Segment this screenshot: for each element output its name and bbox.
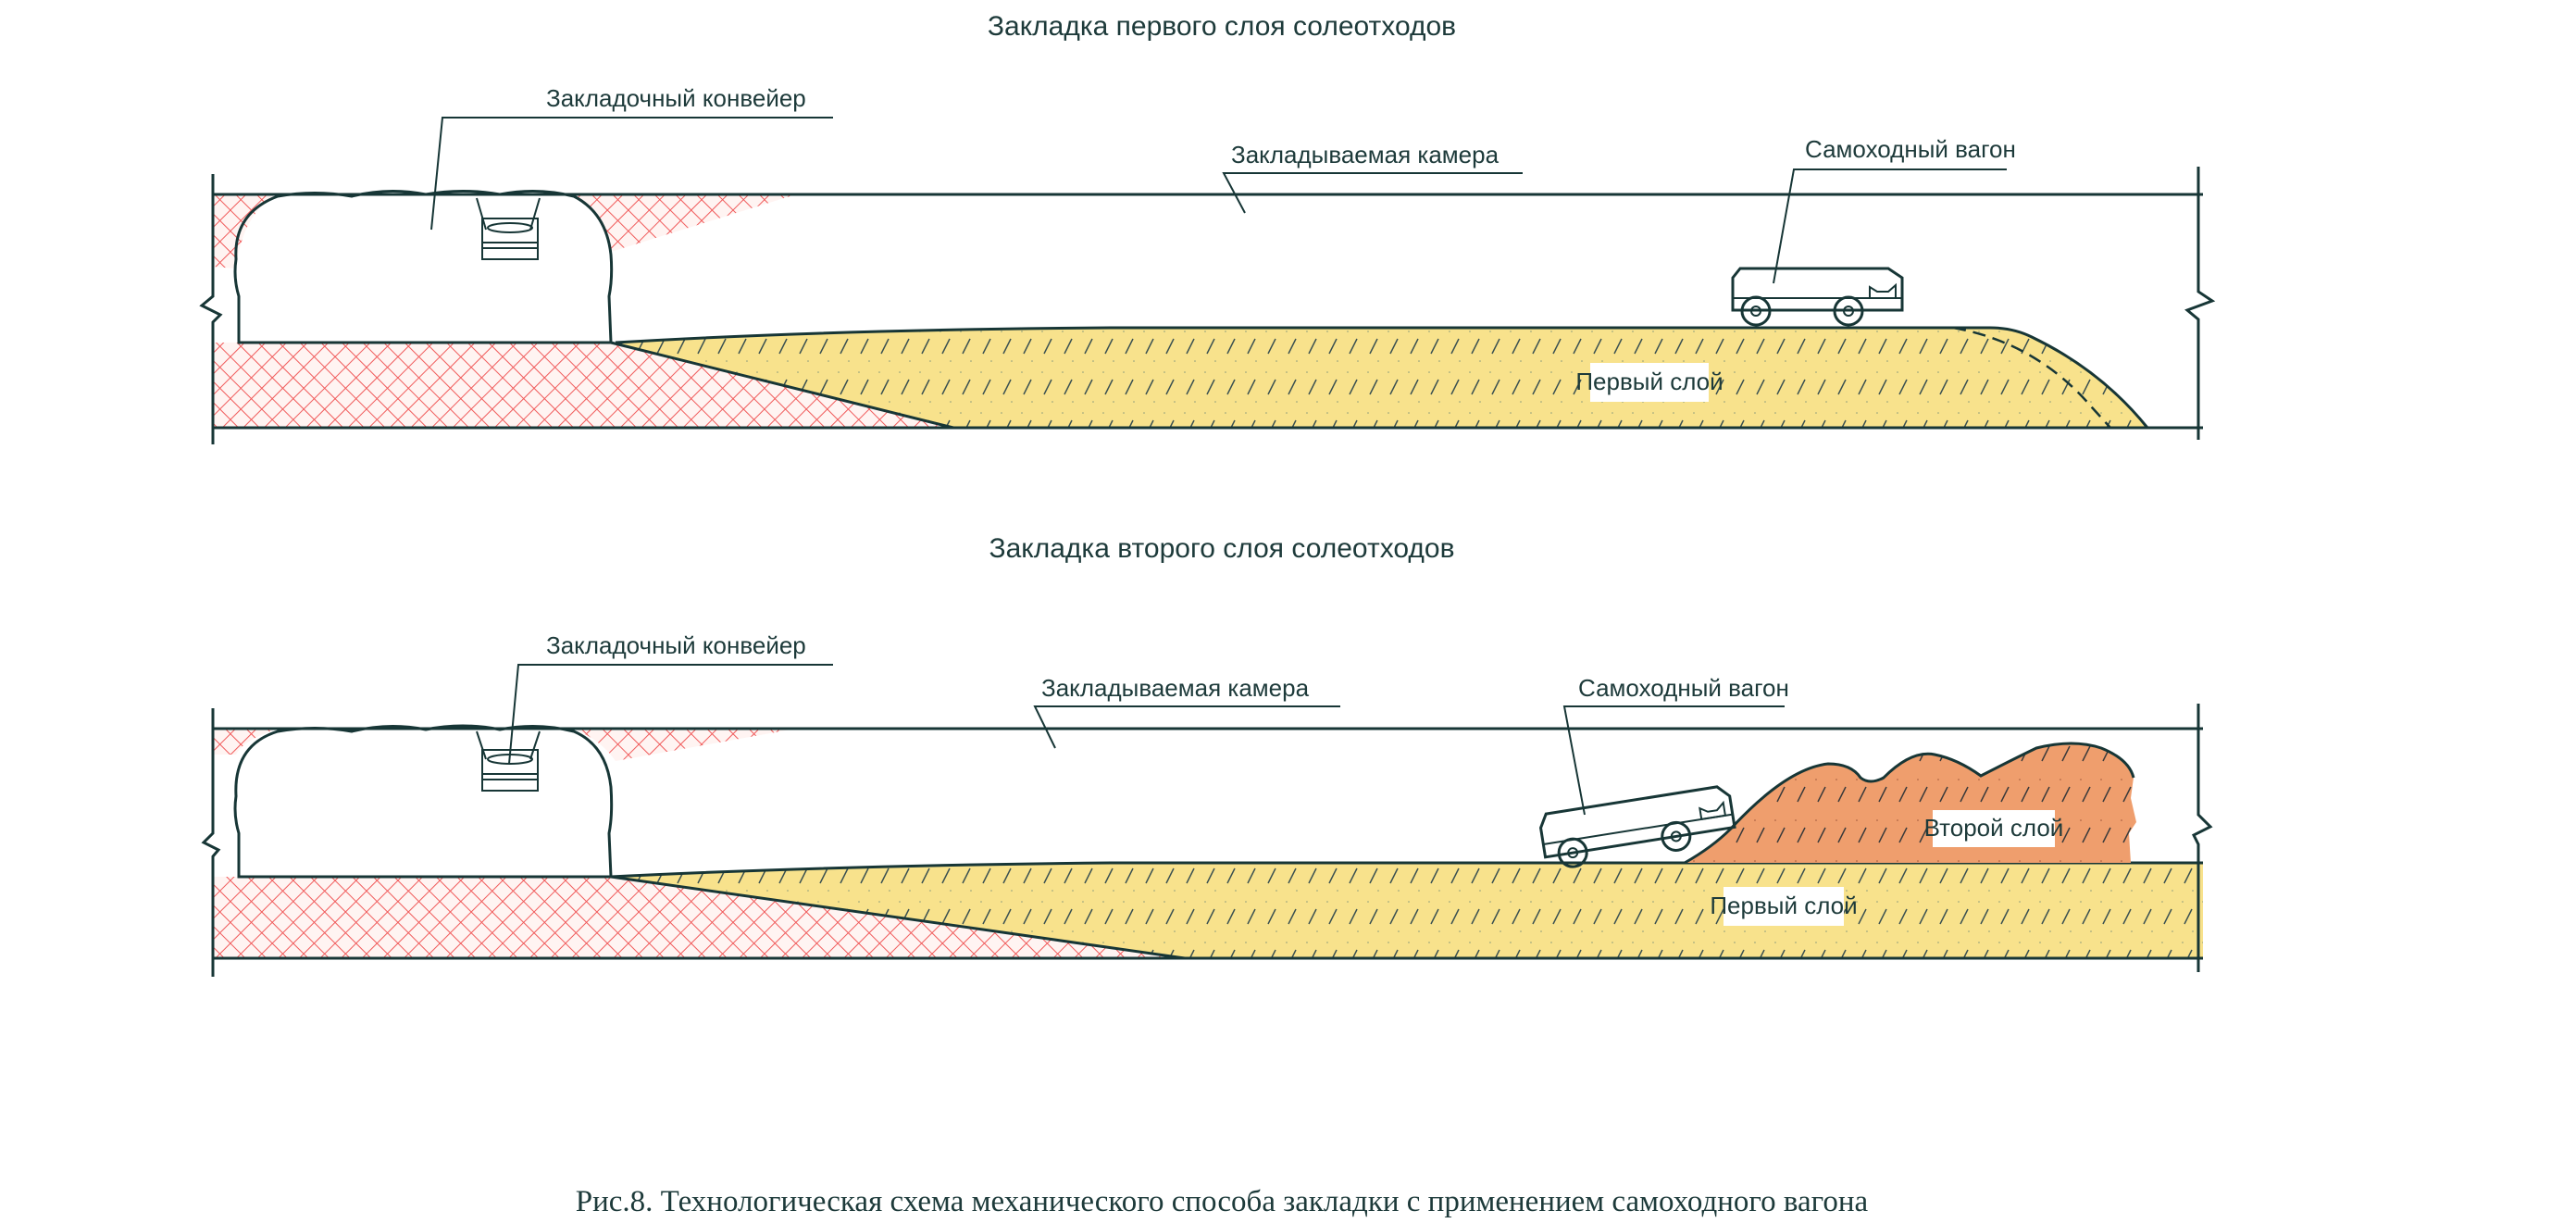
panel-first-layer: Закладка первого слоя солеотходов Заклад…: [199, 11, 2216, 444]
right-break-line: [2184, 167, 2216, 440]
first-layer-outline: [615, 326, 2149, 429]
conveyor-icon: [476, 197, 541, 260]
panel-title: Закладка второго слоя солеотходов: [989, 533, 1454, 564]
panel-title: Закладка первого слоя солеотходов: [988, 11, 1456, 42]
chamber-label: Закладываемая камера: [1041, 674, 1310, 702]
rock-lower: [213, 343, 953, 428]
second-layer-label: Второй слой: [1924, 814, 2064, 842]
chamber-leader: [1222, 172, 1523, 214]
wagon-leader: [1773, 168, 2007, 284]
self-propelled-wagon-icon: [1731, 267, 1904, 327]
second-layer-label-bg: [1933, 810, 2055, 847]
conveyor-leader: [430, 117, 833, 231]
wagon-leader: [1562, 705, 1785, 816]
first-layer-fill: [611, 863, 2203, 958]
rock-slope-line: [610, 341, 954, 430]
drift-outline: [233, 189, 614, 344]
rock-upper-left: [213, 729, 278, 755]
left-break-line: [201, 708, 221, 977]
rock-upper-right: [574, 729, 796, 761]
first-layer-label-bg: [1724, 887, 1844, 926]
right-break-line: [2191, 704, 2213, 972]
rock-upper-right: [574, 194, 796, 252]
wagon-label: Самоходный вагон: [1578, 674, 1789, 702]
rock-upper-left: [213, 194, 278, 268]
first-layer-top-line: [610, 861, 2203, 879]
self-propelled-wagon-icon: [1538, 785, 1736, 868]
drift-outline: [233, 724, 614, 879]
chamber-label: Закладываемая камера: [1231, 141, 1500, 168]
first-layer-fill: [616, 328, 2147, 428]
first-layer-label: Первый слой: [1575, 368, 1723, 395]
first-layer-label: Первый слой: [1710, 892, 1857, 919]
rock-lower: [213, 877, 1185, 958]
wagon-label: Самоходный вагон: [1805, 135, 2016, 163]
chamber-leader: [1033, 705, 1340, 749]
figure-caption: Рис.8. Технологическая схема механическо…: [576, 1185, 1869, 1218]
rock-slope-line: [610, 875, 1186, 960]
conveyor-icon: [476, 730, 541, 792]
second-layer-fill: [1685, 743, 2136, 863]
first-layer-dashed-slope: [1952, 326, 2111, 429]
conveyor-leader: [508, 664, 833, 765]
second-layer-outline: [1684, 742, 2135, 865]
first-layer-label-bg: [1590, 363, 1709, 402]
left-break-line: [199, 174, 223, 444]
conveyor-label: Закладочный конвейер: [546, 631, 806, 659]
panel-second-layer: Закладка второго слоя солеотходов Заклад…: [201, 533, 2213, 977]
conveyor-label: Закладочный конвейер: [546, 84, 806, 112]
